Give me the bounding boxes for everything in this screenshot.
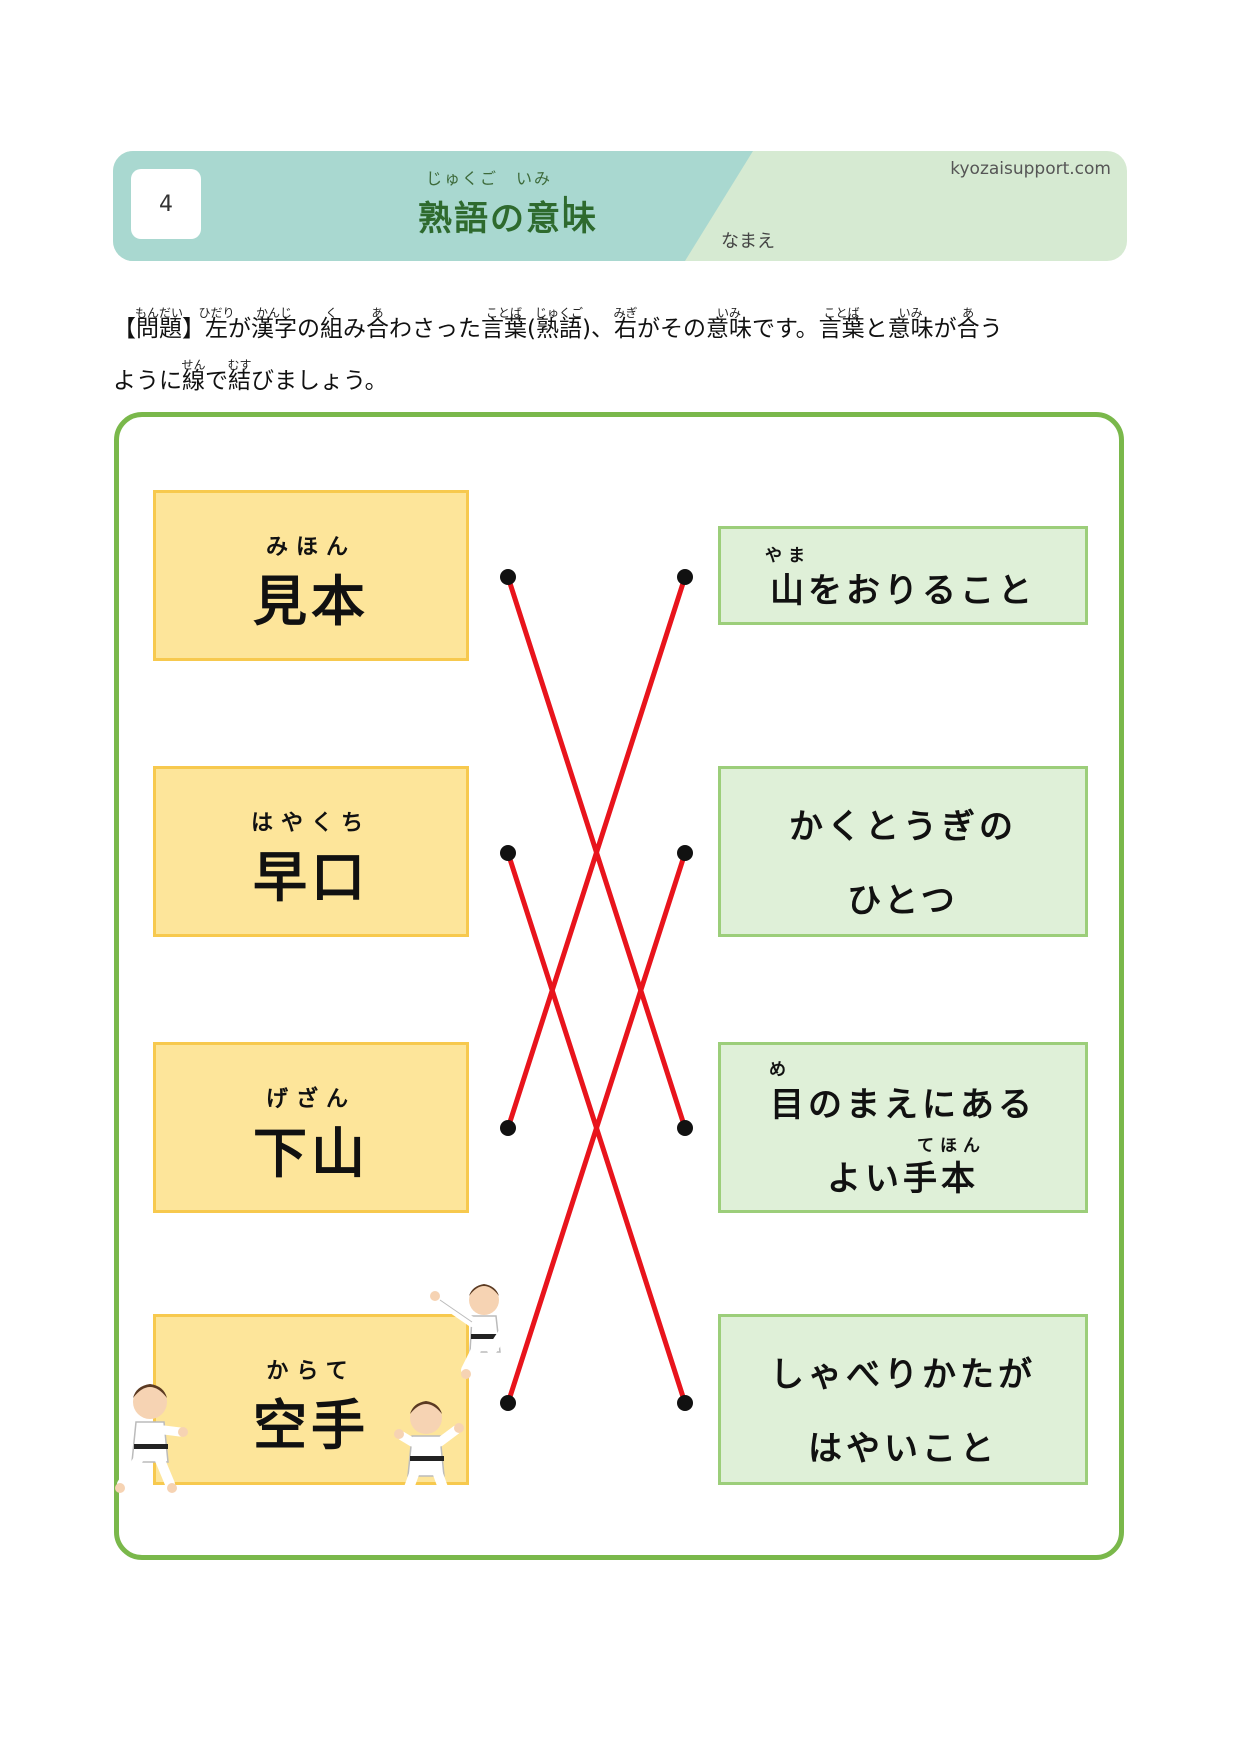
instruction-segment: う: [979, 316, 1003, 342]
dot-left-4[interactable]: [500, 1395, 516, 1411]
instruction-segment: みぎ右: [613, 306, 638, 342]
name-label: なまえ: [721, 231, 775, 252]
instruction-segment: あ合: [366, 306, 389, 342]
word-text: 空手: [253, 1394, 369, 1457]
meaning-ruby: てほん: [917, 1136, 986, 1156]
meaning-line: 山をおりること: [770, 571, 1036, 611]
answer-line-4: [505, 850, 688, 1406]
instruction-segment: あ合: [956, 306, 980, 342]
instruction-segment: ように: [113, 368, 182, 394]
meaning-line: はやいこと: [808, 1429, 998, 1469]
karate-kid-punching-illustration: [394, 1401, 464, 1501]
page-title: 熟語の意味: [418, 199, 598, 239]
dot-right-1[interactable]: [677, 569, 693, 585]
dot-left-2[interactable]: [500, 845, 516, 861]
title-level: Ⅰ: [561, 191, 570, 226]
instruction-line-1: もんだい【問題】ひだり左がかんじ漢字のく組みあ合わさったことば言葉(じゅくご熟語…: [113, 306, 1128, 342]
meaning-box-2: かくとうぎの ひとつ: [718, 766, 1088, 937]
instruction-segment: せん線: [181, 358, 206, 394]
instruction-text-2: ようにせん線でむす結びましょう。: [113, 358, 388, 394]
instruction-segment: が: [933, 316, 957, 342]
meaning-line: かくとうぎの: [789, 807, 1017, 847]
karate-kid-kicking-illustration: [430, 1284, 510, 1379]
instruction-segment: です。: [751, 316, 819, 342]
instruction-segment: わさった: [389, 316, 481, 342]
dot-right-3[interactable]: [677, 1120, 693, 1136]
meaning-box-1: やま 山をおりること: [718, 526, 1088, 625]
instruction-segment: の: [297, 316, 320, 342]
word-ruby: みほん: [265, 535, 356, 560]
word-box-1: みほん 見本: [153, 490, 469, 661]
instruction-segment: ことば言葉: [481, 306, 527, 342]
problem-label: もんだい【問題】: [113, 306, 205, 342]
instruction-segment: じゅくご熟語: [534, 306, 583, 342]
dot-left-1[interactable]: [500, 569, 516, 585]
instruction-line-2: ようにせん線でむす結びましょう。: [113, 358, 1128, 394]
dot-left-3[interactable]: [500, 1120, 516, 1136]
word-text: 見本: [253, 570, 369, 633]
meaning-line: しゃべりかたが: [770, 1355, 1036, 1395]
meaning-ruby: やま: [765, 546, 811, 566]
word-box-3: げざん 下山: [153, 1042, 469, 1213]
site-url: kyozaisupport.com: [950, 159, 1111, 179]
instruction-text-1: ひだり左がかんじ漢字のく組みあ合わさったことば言葉(じゅくご熟語)、みぎ右がその…: [198, 306, 1003, 342]
instruction-segment: く組: [320, 306, 343, 342]
worksheet-number: 4: [131, 169, 201, 239]
meaning-box-4: しゃべりかたが はやいこと: [718, 1314, 1088, 1485]
answer-line-3: [505, 574, 688, 1131]
instruction-segment: むす結: [227, 358, 252, 394]
word-ruby: げざん: [265, 1087, 356, 1112]
word-ruby: からて: [266, 1359, 356, 1384]
dot-right-4[interactable]: [677, 1395, 693, 1411]
instruction-segment: かんじ漢字: [251, 306, 297, 342]
meaning-line: よい手本: [827, 1159, 979, 1199]
instruction-segment: で: [205, 368, 228, 394]
meaning-box-3: め 目のまえにある てほん よい手本: [718, 1042, 1088, 1213]
instruction-segment: と: [864, 316, 888, 342]
instruction-segment: がその: [636, 316, 706, 342]
instruction-segment: いみ意味: [887, 306, 934, 342]
meaning-line: ひとつ: [847, 881, 959, 921]
instruction-segment: )、: [581, 316, 614, 342]
karate-kid-standing-illustration: [115, 1384, 188, 1493]
word-ruby: はやくち: [250, 811, 371, 836]
title-ruby: じゅくご いみ: [426, 169, 553, 188]
instruction-segment: が: [228, 316, 251, 342]
instruction-segment: み: [343, 316, 366, 342]
word-text: 下山: [253, 1122, 369, 1185]
instruction-segment: びましょう。: [251, 368, 388, 394]
meaning-line: 目のまえにある: [770, 1085, 1036, 1125]
instruction-segment: ひだり左: [198, 306, 235, 342]
meaning-ruby: め: [769, 1060, 792, 1080]
dot-right-2[interactable]: [677, 845, 693, 861]
word-box-2: はやくち 早口: [153, 766, 469, 937]
instruction-segment: いみ意味: [705, 306, 752, 342]
instruction-segment: ことば言葉: [818, 306, 865, 342]
worksheet-header: 4 じゅくご いみ 熟語の意味 Ⅰ kyozaisupport.com なまえ: [113, 151, 1127, 261]
instruction-segment: (: [527, 316, 536, 342]
header-teal-band: [113, 151, 753, 261]
exercise-frame: [114, 412, 1124, 1560]
word-text: 早口: [253, 846, 369, 909]
